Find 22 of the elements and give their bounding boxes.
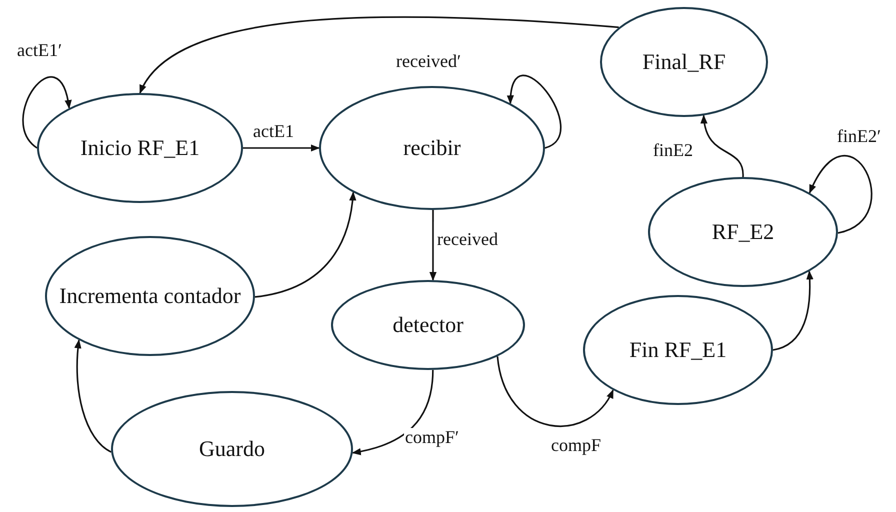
state-label: detector	[392, 311, 464, 339]
state-label: recibir	[403, 134, 461, 162]
arrow	[139, 16, 619, 94]
arrow	[701, 114, 744, 178]
arrow	[74, 339, 112, 453]
state-label: Guardo	[199, 435, 265, 463]
state-label: RF_E2	[712, 218, 774, 246]
state-label: Final_RF	[642, 48, 726, 76]
edge-label: compF	[550, 436, 602, 456]
arrow	[243, 144, 320, 152]
loop-arrow	[808, 155, 872, 234]
loop-arrow	[508, 74, 562, 149]
edge-label: compF′	[404, 428, 460, 448]
state-label: Fin RF_E1	[629, 336, 727, 364]
arrow	[496, 356, 614, 427]
state-label: Incrementa contador	[59, 282, 241, 310]
loop-arrow	[22, 76, 72, 149]
arrow	[352, 370, 434, 455]
arrow	[429, 210, 437, 281]
arrow	[254, 192, 356, 298]
state-label: Inicio RF_E1	[80, 134, 200, 162]
arrow	[772, 270, 814, 351]
